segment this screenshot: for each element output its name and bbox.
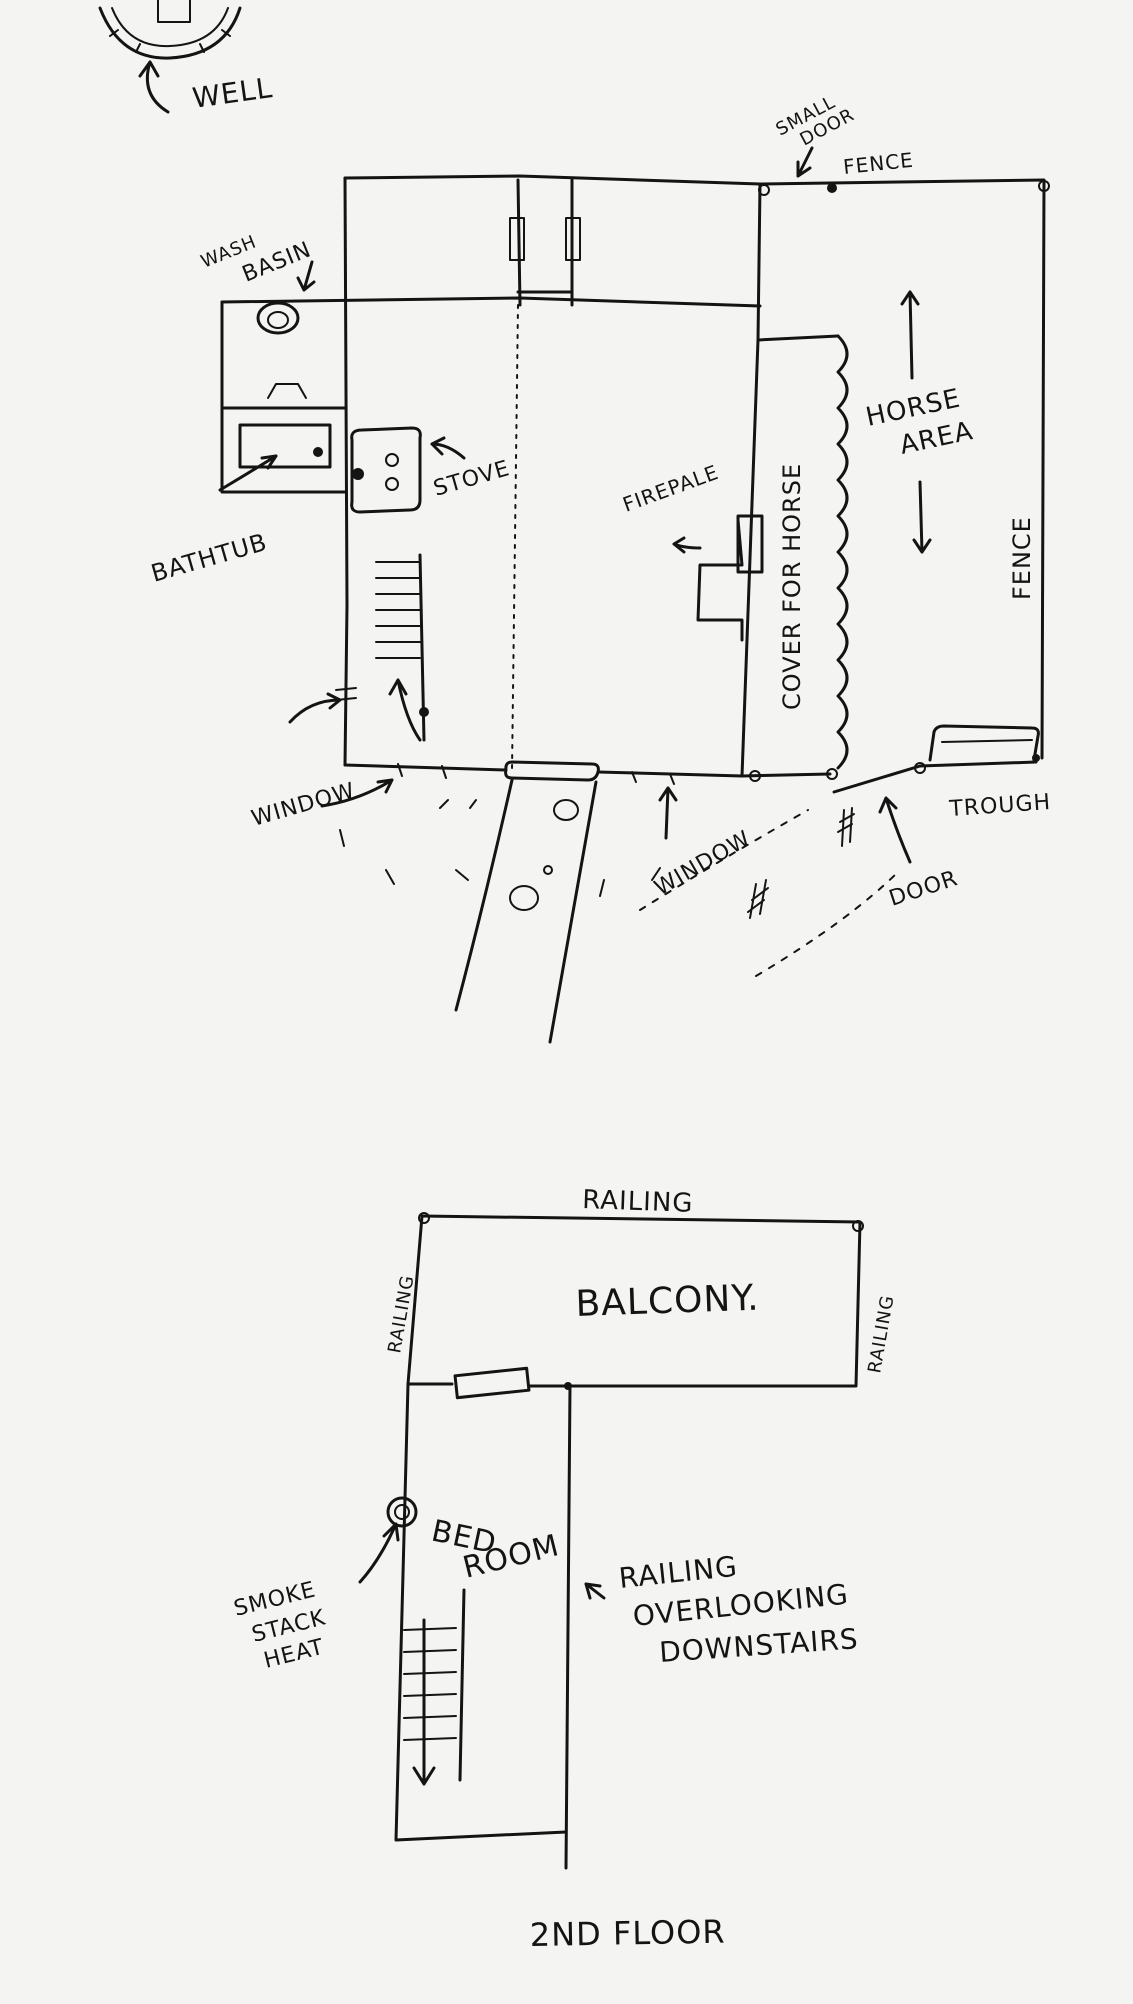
cover-for-horse-label: COVER FOR HORSE xyxy=(778,463,806,710)
trough-label: TROUGH xyxy=(948,790,1052,822)
stove-label: STOVE xyxy=(431,456,513,502)
balcony-label: BALCONY. xyxy=(575,1278,760,1325)
bathtub-label: BATHTUB xyxy=(148,528,271,588)
railing-overlooking-label-3: DOWNSTAIRS xyxy=(658,1622,859,1669)
door-label: DOOR xyxy=(886,866,961,912)
well-label: WELL xyxy=(190,71,274,115)
second-floor-plan xyxy=(358,1212,864,1870)
railing-overlooking-label-1: RAILING xyxy=(617,1550,739,1595)
well xyxy=(98,0,242,114)
second-floor-caption: 2ND FLOOR xyxy=(529,1913,725,1954)
window-left-label: WINDOW xyxy=(249,778,358,831)
railing-top-label: RAILING xyxy=(582,1185,694,1219)
railing-right-label: RAILING xyxy=(864,1293,898,1375)
fence-top-label: FENCE xyxy=(842,148,915,179)
ground-floor-plan xyxy=(218,146,1050,1044)
fireplace-label: FIREPALE xyxy=(620,460,722,517)
fence-right-label: FENCE xyxy=(1008,516,1036,600)
